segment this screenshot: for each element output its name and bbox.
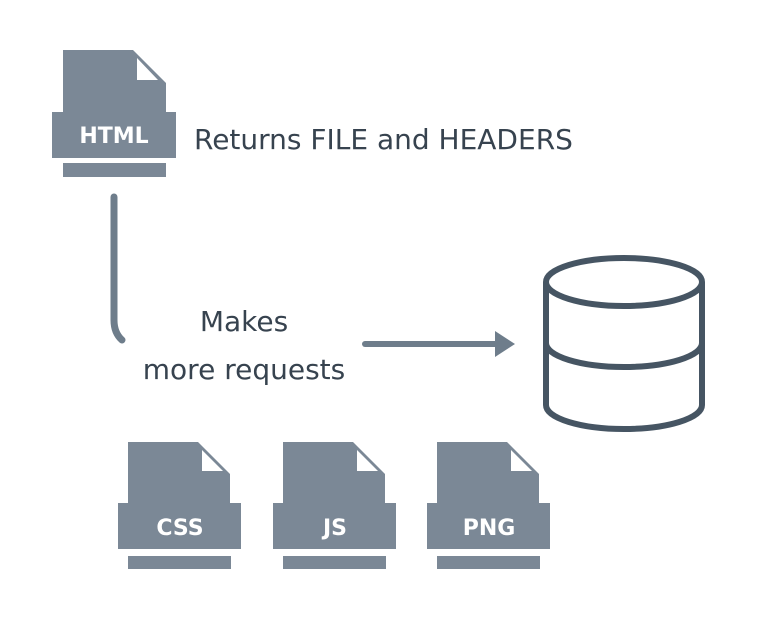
png-file-icon: PNG: [427, 442, 550, 569]
js-file-label: JS: [321, 516, 347, 541]
database-icon: [543, 255, 705, 432]
returns-caption: Returns FILE and HEADERS: [194, 123, 573, 156]
connector-line: [110, 193, 126, 344]
css-file-label: CSS: [156, 516, 203, 541]
css-file-icon: CSS: [118, 442, 241, 569]
png-file-label: PNG: [463, 516, 516, 541]
requests-caption-line1: Makes: [200, 305, 288, 338]
arrow-right-icon: [362, 331, 515, 357]
html-file-icon: HTML: [52, 50, 176, 177]
requests-caption-line2: more requests: [143, 353, 345, 386]
html-file-label: HTML: [79, 124, 148, 149]
js-file-icon: JS: [273, 442, 396, 569]
